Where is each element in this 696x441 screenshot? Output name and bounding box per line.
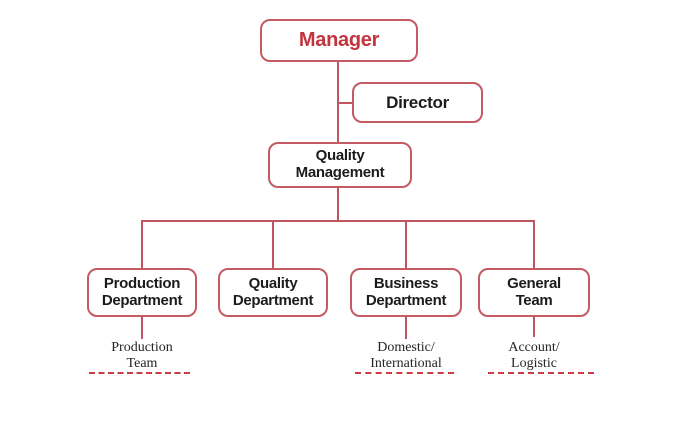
node-quality-management: Quality Management bbox=[268, 142, 412, 188]
dashed-underline-domestic-international bbox=[355, 372, 454, 374]
connector-account-logistic bbox=[533, 317, 535, 337]
node-general-team: General Team bbox=[478, 268, 590, 317]
node-business-department-label-line1: Business bbox=[373, 274, 439, 292]
connector-drop-business bbox=[405, 220, 407, 268]
node-general-team-label-line2: Team bbox=[515, 291, 553, 309]
node-director-label: Director bbox=[386, 92, 449, 112]
node-business-department: Business Department bbox=[350, 268, 462, 317]
node-quality-management-label-line2: Management bbox=[295, 164, 385, 181]
node-director: Director bbox=[352, 82, 483, 123]
connector-quality-management-bus bbox=[337, 188, 339, 221]
node-production-department-label-line1: Production bbox=[103, 274, 181, 292]
node-quality-management-label-line1: Quality bbox=[315, 147, 365, 165]
label-domestic-international-line2: International bbox=[370, 355, 442, 371]
connector-director-stub bbox=[338, 102, 352, 104]
label-production-team-line1: Production bbox=[111, 340, 173, 355]
label-domestic-international-line1: Domestic/ bbox=[377, 340, 435, 355]
dashed-underline-account-logistic bbox=[488, 372, 594, 374]
label-account-logistic: Account/ Logistic bbox=[486, 340, 582, 371]
node-quality-department-label-line2: Department bbox=[232, 291, 314, 309]
dashed-underline-production-team bbox=[89, 372, 190, 374]
node-business-department-label-line2: Department bbox=[365, 291, 447, 309]
node-manager-label: Manager bbox=[298, 29, 380, 52]
label-account-logistic-line2: Logistic bbox=[511, 355, 557, 371]
connector-drop-quality bbox=[272, 220, 274, 268]
label-account-logistic-line1: Account/ bbox=[508, 340, 560, 355]
node-manager: Manager bbox=[260, 19, 418, 62]
node-production-department-label-line2: Department bbox=[101, 291, 183, 309]
node-quality-department-label-line1: Quality bbox=[248, 274, 298, 292]
connector-production-team bbox=[141, 317, 143, 339]
label-production-team: Production Team bbox=[92, 340, 192, 371]
connector-drop-production bbox=[141, 220, 143, 268]
node-production-department: Production Department bbox=[87, 268, 197, 317]
node-quality-department: Quality Department bbox=[218, 268, 328, 317]
node-general-team-label-line1: General bbox=[507, 274, 561, 292]
connector-drop-general bbox=[533, 220, 535, 268]
label-production-team-line2: Team bbox=[126, 355, 158, 371]
connector-horizontal-bus bbox=[141, 220, 535, 222]
connector-domestic-international bbox=[405, 317, 407, 339]
label-domestic-international: Domestic/ International bbox=[348, 340, 464, 371]
